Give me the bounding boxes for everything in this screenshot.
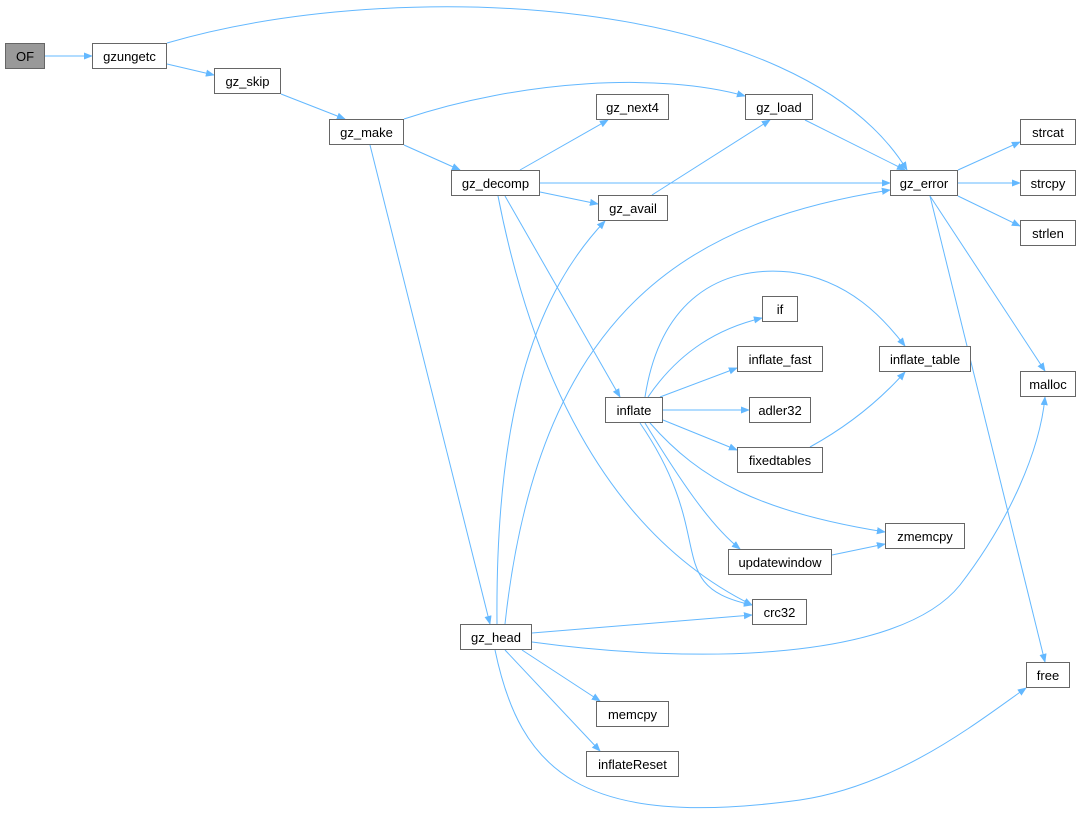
node-strcat[interactable]: strcat [1020, 119, 1076, 145]
edge-gz_make-to-gz_head [369, 144, 492, 625]
node-updatewindow[interactable]: updatewindow [728, 549, 832, 575]
node-gz-make[interactable]: gz_make [329, 119, 404, 145]
node-zmemcpy[interactable]: zmemcpy [885, 523, 965, 549]
node-malloc[interactable]: malloc [1020, 371, 1076, 397]
edge-gz_head-to-crc32 [531, 612, 753, 634]
edge-gz_error-to-strcat [957, 141, 1021, 171]
node-inflateReset[interactable]: inflateReset [586, 751, 679, 777]
node-gz-head[interactable]: gz_head [460, 624, 532, 650]
edge-gz_skip-to-gz_make [280, 93, 346, 120]
edge-inflate-to-inflate_table [644, 270, 906, 398]
edge-gz_head-to-gz_avail [496, 220, 606, 625]
edge-gz_error-to-free [929, 195, 1047, 663]
node-inflate[interactable]: inflate [605, 397, 663, 423]
node-gz-error[interactable]: gz_error [890, 170, 958, 196]
node-fixedtables[interactable]: fixedtables [737, 447, 823, 473]
node-gz-avail[interactable]: gz_avail [598, 195, 668, 221]
edge-gz_error-to-malloc [929, 195, 1046, 372]
node-gz-load[interactable]: gz_load [745, 94, 813, 120]
edge-inflate-to-zmemcpy [649, 422, 886, 535]
edge-gz_head-to-free [494, 649, 1027, 809]
node-free[interactable]: free [1026, 662, 1070, 688]
edge-gzungetc-to-gz_error [166, 6, 908, 171]
edge-gz_decomp-to-gz_next4 [519, 119, 609, 171]
edge-inflate-to-inflate_fast [659, 367, 738, 398]
node-gz-decomp[interactable]: gz_decomp [451, 170, 540, 196]
edge-gz_load-to-gz_error [804, 119, 906, 171]
edge-gz_make-to-gz_load [403, 81, 746, 120]
node-crc32[interactable]: crc32 [752, 599, 807, 625]
node-gz-next4[interactable]: gz_next4 [596, 94, 669, 120]
node-gzungetc[interactable]: gzungetc [92, 43, 167, 69]
edge-gz_head-to-malloc [531, 396, 1048, 655]
edge-gz_head-to-memcpy [521, 649, 601, 702]
edge-inflate-to-fixedtables [662, 419, 738, 451]
node-strcpy[interactable]: strcpy [1020, 170, 1076, 196]
node-strlen[interactable]: strlen [1020, 220, 1076, 246]
edge-gzungetc-to-gz_skip [166, 63, 215, 77]
node-adler32[interactable]: adler32 [749, 397, 811, 423]
node-OF[interactable]: OF [5, 43, 45, 69]
node-gz-skip[interactable]: gz_skip [214, 68, 281, 94]
edge-gz_avail-to-gz_load [651, 119, 771, 196]
edge-updatewindow-to-zmemcpy [831, 542, 886, 556]
edge-fixedtables-to-inflate_table [809, 371, 906, 448]
edge-gz_decomp-to-inflate [504, 195, 621, 398]
edge-gz_head-to-gz_error [504, 187, 891, 625]
edge-gz_decomp-to-crc32 [497, 195, 753, 606]
edge-gz_make-to-gz_decomp [403, 144, 461, 171]
node-inflate-fast[interactable]: inflate_fast [737, 346, 823, 372]
node-inflate-table[interactable]: inflate_table [879, 346, 971, 372]
edge-gz_decomp-to-gz_avail [539, 191, 599, 206]
edge-inflate-to-updatewindow [644, 422, 741, 550]
edge-inflate-to-if [647, 316, 763, 398]
node-if[interactable]: if [762, 296, 798, 322]
node-memcpy[interactable]: memcpy [596, 701, 669, 727]
edge-gz_head-to-inflateReset [504, 649, 601, 752]
edge-inflate-to-crc32 [639, 422, 753, 607]
edge-gz_error-to-strlen [957, 195, 1021, 227]
